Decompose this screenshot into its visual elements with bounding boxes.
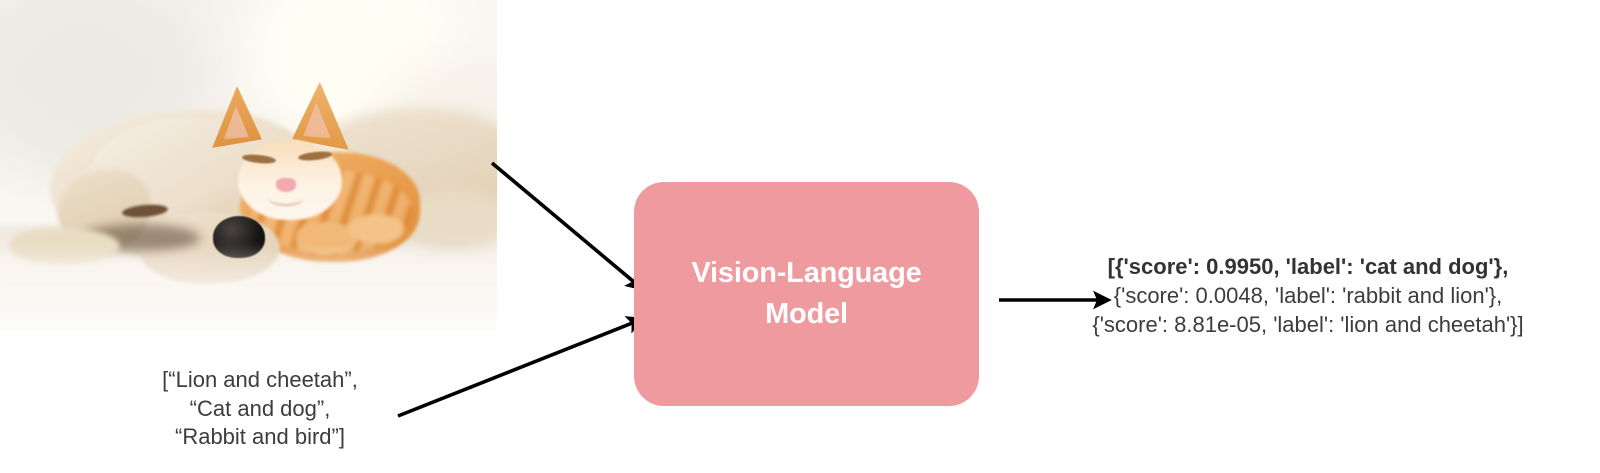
blanket-foreground	[0, 248, 497, 331]
arrow-image-to-model	[490, 161, 645, 291]
kitten-mouth	[268, 190, 304, 206]
prompt-line-3: “Rabbit and bird”]	[175, 424, 345, 449]
output-line-2: {'score': 0.0048, 'label': 'rabbit and l…	[1113, 283, 1503, 308]
input-image	[0, 0, 497, 331]
prompt-line-1: [“Lion and cheetah”,	[162, 367, 358, 392]
kitten-second-paw	[348, 214, 404, 244]
model-name-line-2: Model	[765, 298, 848, 330]
candidate-labels-text: [“Lion and cheetah”, “Cat and dog”, “Rab…	[60, 366, 460, 452]
kitten-nose	[276, 178, 296, 192]
model-output-text: [{'score': 0.9950, 'label': 'cat and dog…	[1058, 252, 1558, 339]
output-line-1: [{'score': 0.9950, 'label': 'cat and dog…	[1107, 254, 1509, 279]
output-line-3: {'score': 8.81e-05, 'label': 'lion and c…	[1092, 312, 1524, 337]
prompt-line-2: “Cat and dog”,	[189, 395, 331, 421]
model-name-line-1: Vision-Language	[691, 256, 922, 289]
